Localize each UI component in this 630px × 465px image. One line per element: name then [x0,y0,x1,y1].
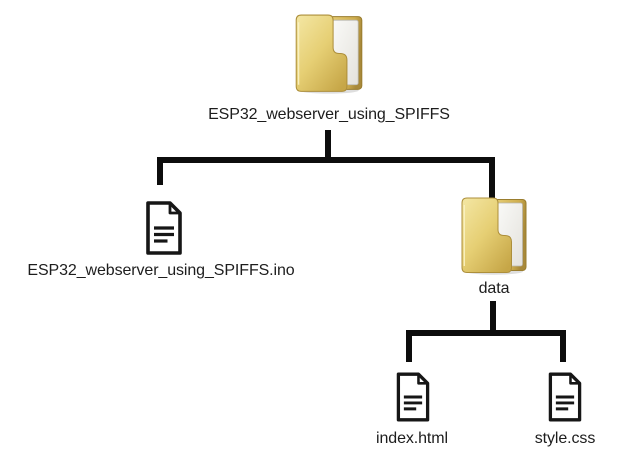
connector-data-stub [490,301,496,336]
connector-data-hbar [406,330,566,336]
connector-data-left-drop [406,330,412,362]
folder-icon [292,13,366,95]
index-html-file-label: index.html [376,430,448,447]
root-folder-icon [292,13,366,95]
ino-file-label: ESP32_webserver_using_SPIFFS.ino [27,262,295,279]
data-folder-icon [458,196,530,276]
connector-root-hbar [157,157,495,163]
connector-root-stub [325,130,331,163]
document-icon [392,371,434,423]
folder-icon [458,196,530,276]
index-html-file-icon [392,371,434,423]
style-css-file-icon [544,371,586,423]
data-folder-label: data [478,280,510,297]
style-css-file-label: style.css [534,430,596,447]
ino-file-icon [141,200,187,256]
connector-root-left-drop [157,157,163,185]
root-folder-label: ESP32_webserver_using_SPIFFS [208,106,450,123]
document-icon [544,371,586,423]
document-icon [141,200,187,256]
connector-root-right-drop [489,157,495,198]
connector-data-right-drop [560,330,566,362]
